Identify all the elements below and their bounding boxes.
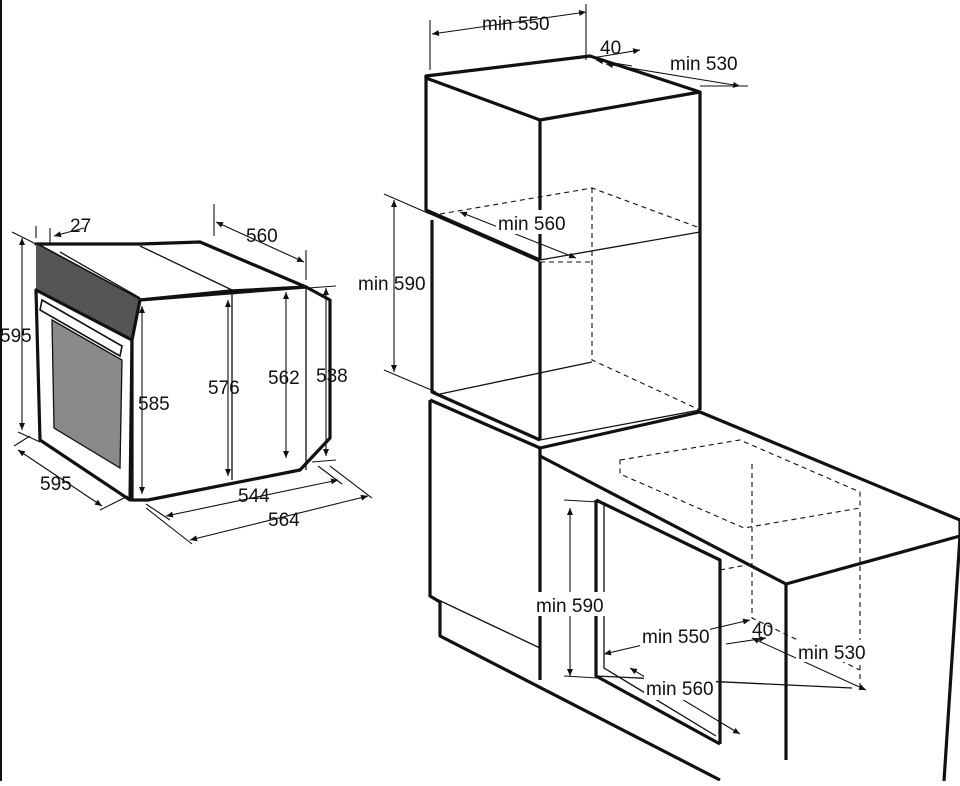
oven-side: [130, 285, 332, 502]
cabinet-label-min530: min 530: [670, 54, 738, 75]
oven-control-panel: [36, 244, 140, 340]
cabinet-top-face: [424, 54, 702, 122]
base-label-min560: min 560: [646, 679, 714, 700]
oven-label-562: 562: [268, 368, 300, 389]
cabinet-label-min590: min 590: [358, 274, 426, 295]
oven-dimension-lines: [11, 204, 373, 545]
base-label-40: 40: [752, 620, 773, 641]
oven-label-560: 560: [246, 226, 278, 247]
cabinet-dimension-lines: [383, 4, 748, 393]
cabinet-label-min550: min 550: [482, 14, 550, 35]
oven-label-576: 576: [208, 378, 240, 399]
oven-handle: [39, 298, 123, 358]
oven-label-595-width: 595: [40, 474, 72, 495]
base-label-min550: min 550: [642, 627, 710, 648]
cooktop-outline: [619, 439, 861, 529]
oven-drawing: [34, 240, 332, 502]
base-label-min590: min 590: [536, 596, 604, 617]
cabinet-label-min560: min 560: [498, 214, 566, 235]
oven-label-544: 544: [238, 486, 270, 507]
base-label-min530: min 530: [798, 643, 866, 664]
cabinet-label-40: 40: [600, 38, 621, 59]
oven-label-538: 538: [316, 366, 348, 387]
oven-label-564: 564: [268, 510, 300, 531]
oven-label-27: 27: [70, 216, 91, 237]
oven-label-595-height: 595: [0, 326, 32, 347]
oven-label-585: 585: [138, 394, 170, 415]
oven-window: [52, 320, 122, 468]
countertop: [538, 410, 960, 586]
